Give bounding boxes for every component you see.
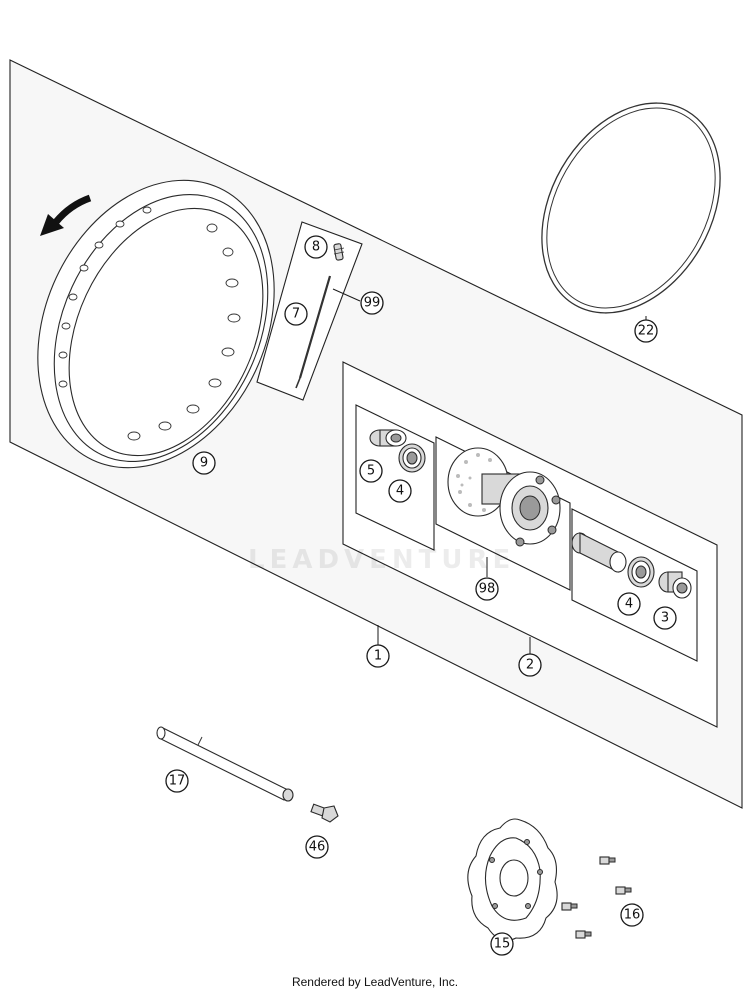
rotation-arrow-icon [40, 194, 92, 236]
bearing-left [398, 443, 426, 473]
svg-text:8: 8 [312, 240, 320, 255]
leader-lines [332, 288, 647, 654]
svg-text:5: 5 [367, 464, 375, 479]
brake-disc [467, 818, 558, 941]
svg-text:2: 2 [526, 658, 534, 673]
callout-98: 98 [475, 577, 499, 601]
wheel-hub [447, 447, 561, 547]
callout-15: 15 [490, 932, 514, 956]
svg-text:98: 98 [479, 582, 496, 597]
watermark: LEADVENTURE [248, 545, 515, 575]
svg-text:17: 17 [169, 774, 186, 789]
svg-text:16: 16 [624, 908, 641, 923]
spacer-right [658, 571, 692, 599]
svg-text:9: 9 [200, 456, 208, 471]
spoke-kit-frame [256, 221, 363, 401]
svg-text:4: 4 [396, 484, 404, 499]
spacer-left [369, 429, 407, 447]
callout-5: 5 [359, 459, 383, 483]
svg-text:1: 1 [374, 649, 382, 664]
wheel-axle [156, 726, 294, 802]
spacer-sleeve [571, 532, 627, 573]
callout-99: 99 [360, 291, 384, 315]
svg-text:99: 99 [364, 296, 381, 311]
svg-text:4: 4 [625, 597, 633, 612]
svg-text:15: 15 [494, 937, 511, 952]
rim-band [541, 102, 721, 314]
disc-bolts [561, 856, 632, 939]
callout-4-right: 4 [617, 592, 641, 616]
svg-text:3: 3 [661, 611, 669, 626]
callout-4-left: 4 [388, 479, 412, 503]
footer-credit: Rendered by LeadVenture, Inc. [291, 975, 459, 989]
svg-text:7: 7 [292, 307, 300, 322]
axle-bolt [310, 803, 339, 823]
rim [37, 179, 275, 469]
bearing-right [627, 556, 655, 588]
callout-9: 9 [192, 451, 216, 475]
svg-text:46: 46 [309, 840, 326, 855]
callout-8: 8 [304, 235, 328, 259]
callout-22: 22 [634, 319, 658, 343]
callout-16: 16 [620, 903, 644, 927]
callout-17: 17 [165, 769, 189, 793]
callout-46: 46 [305, 835, 329, 859]
callout-1: 1 [366, 644, 390, 668]
callout-2: 2 [518, 653, 542, 677]
spoke-nipple [333, 243, 345, 261]
spoke [295, 275, 332, 389]
svg-text:22: 22 [638, 324, 655, 339]
callout-3: 3 [653, 606, 677, 630]
callout-7: 7 [284, 302, 308, 326]
